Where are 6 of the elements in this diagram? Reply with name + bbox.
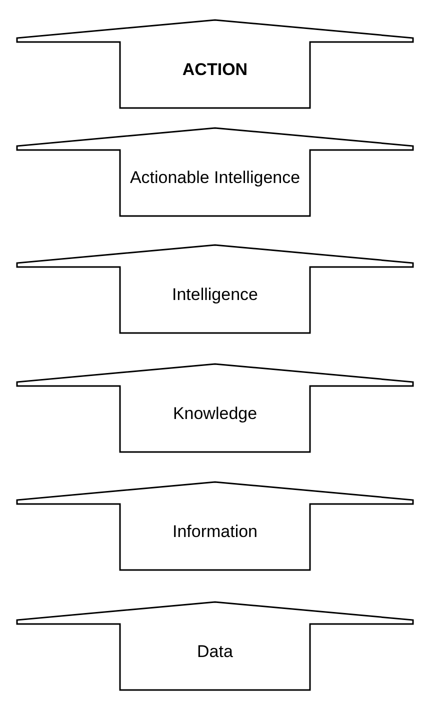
stage-label: Intelligence — [172, 284, 258, 306]
stage-label: Information — [172, 521, 258, 543]
stage-label: Actionable Intelligence — [130, 167, 300, 189]
stage-label: ACTION — [182, 59, 248, 81]
stage-label: Knowledge — [172, 403, 258, 425]
stage-label: Data — [197, 641, 233, 663]
